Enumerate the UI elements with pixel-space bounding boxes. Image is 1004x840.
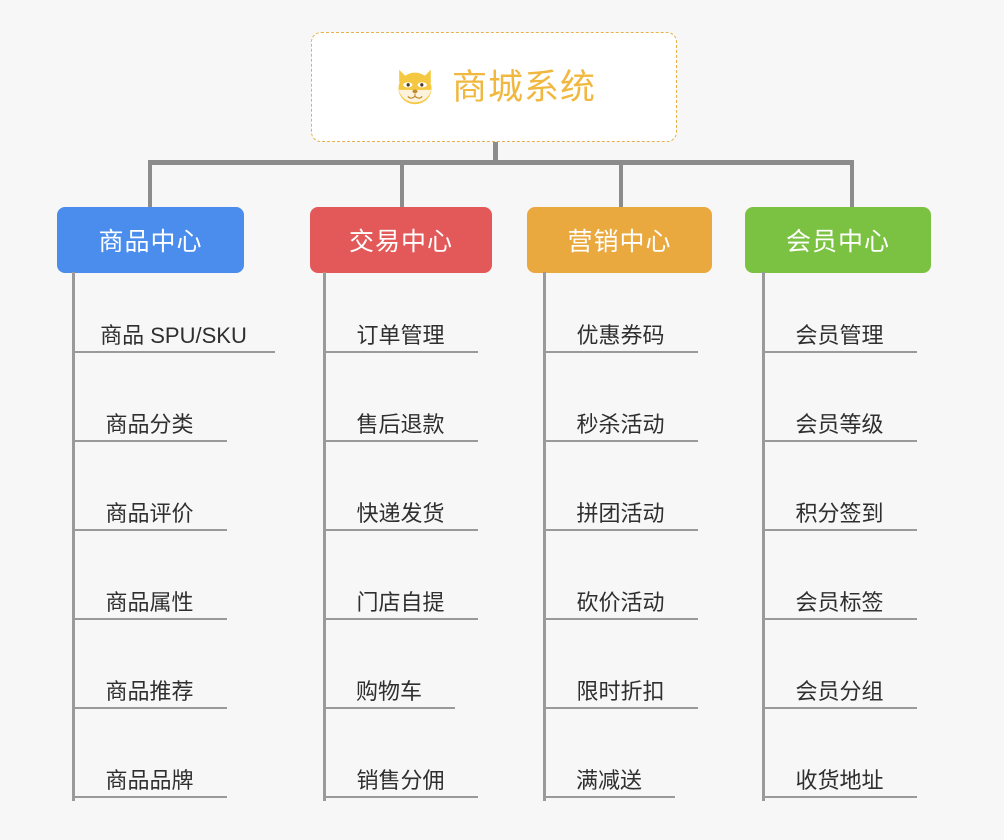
leaf-label: 收货地址 [795,767,884,793]
leaf-item[interactable]: 商品分类 [72,402,227,442]
leaf-label: 购物车 [355,678,422,704]
leaf-item[interactable]: 购物车 [323,669,455,709]
category-title: 营销中心 [567,228,672,256]
root-title: 商城系统 [451,67,596,107]
leaf-item[interactable]: 商品属性 [72,580,227,620]
category-header-product-center[interactable]: 商品中心 [57,207,244,273]
leaf-label: 商品品牌 [105,767,194,793]
leaf-item[interactable]: 秒杀活动 [543,402,698,442]
leaf-item[interactable]: 会员管理 [762,313,917,353]
shiba-dog-icon [398,69,432,105]
leaf-label: 拼团活动 [576,500,665,526]
leaf-label: 商品 SPU/SKU [100,322,247,348]
leaf-label: 会员分组 [795,678,884,704]
category-title: 交易中心 [348,228,453,256]
root-node[interactable]: 商城系统 [311,32,677,142]
leaf-item[interactable]: 拼团活动 [543,491,698,531]
leaf-label: 优惠券码 [576,322,665,348]
leaf-item[interactable]: 优惠券码 [543,313,698,353]
leaf-item[interactable]: 砍价活动 [543,580,698,620]
leaf-item[interactable]: 满减送 [543,758,675,798]
leaf-item[interactable]: 会员等级 [762,402,917,442]
leaf-label: 商品推荐 [105,678,194,704]
column-spine-3 [543,272,546,801]
leaf-label: 砍价活动 [576,589,665,615]
leaf-label: 积分签到 [795,500,884,526]
category-header-marketing-center[interactable]: 营销中心 [527,207,712,273]
leaf-label: 会员等级 [795,411,884,437]
connector-drop-3 [619,160,623,208]
category-title: 会员中心 [785,228,890,256]
leaf-item[interactable]: 商品推荐 [72,669,227,709]
leaf-item[interactable]: 门店自提 [323,580,478,620]
leaf-item[interactable]: 快递发货 [323,491,478,531]
column-spine-1 [72,272,75,801]
connector-drop-2 [400,160,404,208]
leaf-label: 售后退款 [356,411,445,437]
leaf-label: 会员标签 [795,589,884,615]
leaf-label: 商品分类 [105,411,194,437]
connector-trunk [493,142,498,164]
connector-drop-4 [850,160,854,208]
leaf-label: 销售分佣 [356,767,445,793]
connector-bus [148,160,854,165]
leaf-item[interactable]: 销售分佣 [323,758,478,798]
leaf-label: 门店自提 [356,589,445,615]
leaf-label: 满减送 [575,767,642,793]
leaf-item[interactable]: 商品 SPU/SKU [72,313,275,353]
leaf-label: 商品属性 [105,589,194,615]
column-spine-2 [323,272,326,801]
leaf-label: 会员管理 [795,322,884,348]
leaf-label: 快递发货 [356,500,445,526]
leaf-label: 秒杀活动 [576,411,665,437]
leaf-item[interactable]: 会员标签 [762,580,917,620]
leaf-item[interactable]: 订单管理 [323,313,478,353]
leaf-label: 订单管理 [356,322,445,348]
leaf-item[interactable]: 积分签到 [762,491,917,531]
category-header-member-center[interactable]: 会员中心 [745,207,931,273]
leaf-item[interactable]: 限时折扣 [543,669,698,709]
leaf-item[interactable]: 会员分组 [762,669,917,709]
leaf-label: 商品评价 [105,500,194,526]
column-spine-4 [762,272,765,801]
category-title: 商品中心 [98,228,203,256]
leaf-item[interactable]: 收货地址 [762,758,917,798]
leaf-item[interactable]: 售后退款 [323,402,478,442]
leaf-item[interactable]: 商品品牌 [72,758,227,798]
leaf-item[interactable]: 商品评价 [72,491,227,531]
category-header-trade-center[interactable]: 交易中心 [310,207,492,273]
leaf-label: 限时折扣 [576,678,665,704]
connector-drop-1 [148,160,152,208]
